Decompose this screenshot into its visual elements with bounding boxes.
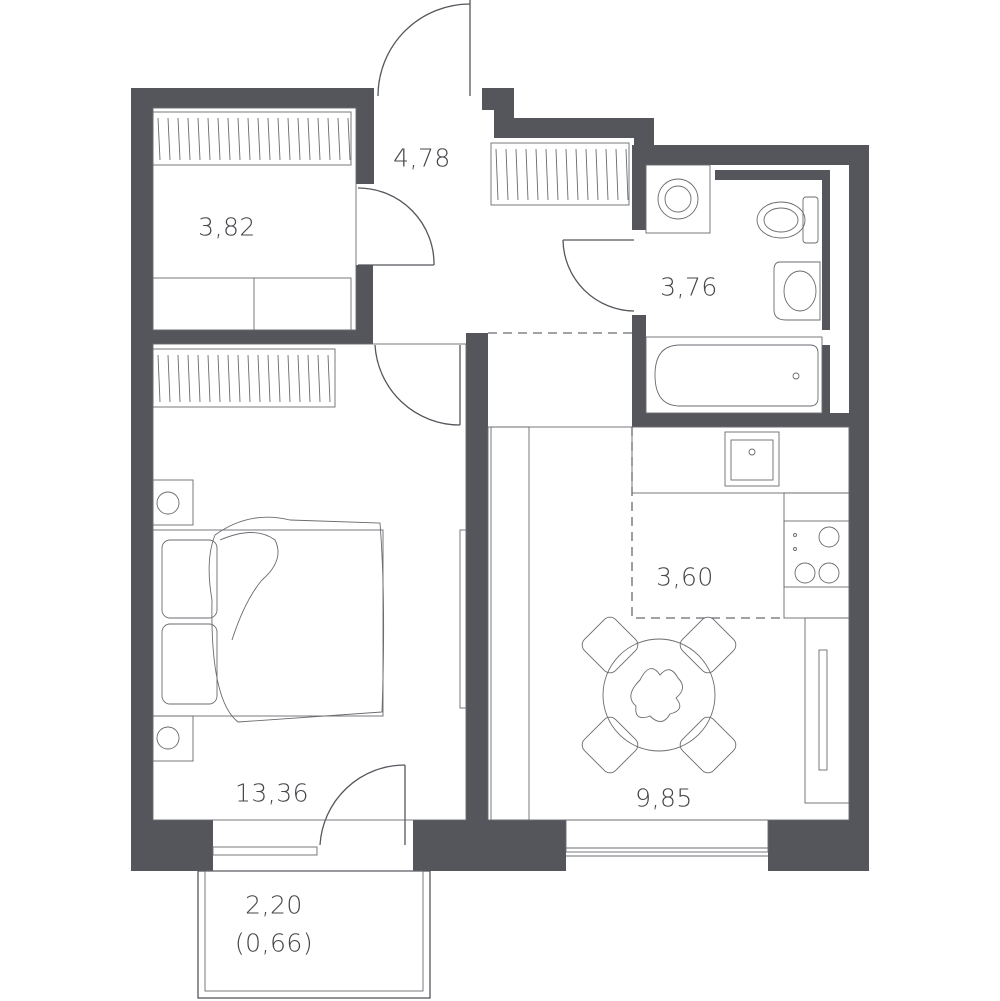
mirror-icon (459, 529, 467, 709)
hanger-line (595, 148, 599, 201)
hanger-line (495, 148, 499, 201)
hanger-line (217, 117, 221, 161)
living-area-label: 9,85 (635, 783, 693, 813)
closet-door (357, 187, 435, 266)
hanger-line (307, 354, 311, 403)
walls (131, 88, 869, 871)
chair-icon (679, 716, 737, 774)
hanger-line (227, 354, 231, 403)
entry-door (377, 0, 471, 97)
bathroom-area-label: 3,76 (660, 272, 718, 302)
hanger-line (257, 354, 261, 403)
hanger-line (515, 148, 519, 201)
hanger-line (287, 117, 291, 161)
hanger-line (267, 117, 271, 161)
balcony-area-label: 2,20 (245, 890, 303, 920)
hanger-line (297, 354, 301, 403)
hanger-line (575, 148, 579, 201)
room-outlines (152, 107, 850, 821)
hanger-line (625, 148, 629, 201)
hanger-line (167, 354, 171, 403)
hanger-line (237, 354, 241, 403)
hanger-line (545, 148, 549, 201)
bed-icon (152, 516, 385, 723)
kitchen-sink-icon (724, 431, 780, 487)
hanger-line (217, 354, 221, 403)
hanger-line (555, 148, 559, 201)
hanger-line (277, 117, 281, 161)
hanger-line (525, 148, 529, 201)
bedroom-door (374, 344, 461, 426)
hanger-line (327, 354, 331, 403)
chair-icon (581, 616, 639, 674)
balcony-reduced-area-label: (0,66) (234, 928, 314, 958)
hanger-line (307, 117, 311, 161)
hanger-line (615, 148, 619, 201)
hanger-line (297, 117, 301, 161)
washer-icon (645, 164, 711, 234)
stove-icon (783, 520, 850, 588)
toilet-icon (756, 196, 819, 244)
hanger-line (317, 117, 321, 161)
hanger-line (167, 117, 171, 161)
bathroom-door (562, 239, 635, 312)
hanger-line (187, 117, 191, 161)
hanger-line (585, 148, 589, 201)
wardrobe-icon (152, 111, 630, 408)
balcony (197, 870, 431, 999)
dining-table-icon (581, 616, 737, 774)
hanger-line (267, 354, 271, 403)
bathtub-icon (645, 336, 823, 414)
hanger-line (157, 117, 161, 161)
sink-icon (773, 261, 821, 321)
hanger-line (605, 148, 609, 201)
hanger-line (227, 117, 231, 161)
hanger-line (347, 117, 351, 161)
hanger-line (565, 148, 569, 201)
hanger-line (337, 117, 341, 161)
closet-area-label: 3,82 (198, 212, 256, 242)
hanger-line (247, 117, 251, 161)
hanger-line (535, 148, 539, 201)
hanger-line (197, 354, 201, 403)
hanger-line (177, 117, 181, 161)
chair-icon (679, 616, 737, 674)
tv-icon (804, 617, 850, 804)
hanger-line (277, 354, 281, 403)
hallway-area-label: 4,78 (393, 143, 451, 173)
living-window (565, 819, 769, 857)
hanger-line (157, 354, 161, 403)
hanger-line (257, 117, 261, 161)
hanger-line (505, 148, 509, 201)
kitchen-area-label: 3,60 (656, 562, 714, 592)
hanger-line (327, 117, 331, 161)
hanger-line (187, 354, 191, 403)
hanger-line (197, 117, 201, 161)
balcony-door (212, 764, 406, 856)
bedroom-area-label: 13,36 (234, 778, 310, 808)
hanger-line (317, 354, 321, 403)
nightstand-icon (152, 479, 194, 762)
hanger-line (237, 117, 241, 161)
chair-icon (581, 716, 639, 774)
hanger-line (207, 354, 211, 403)
hanger-line (177, 354, 181, 403)
hanger-line (287, 354, 291, 403)
hanger-line (207, 117, 211, 161)
hanger-line (247, 354, 251, 403)
